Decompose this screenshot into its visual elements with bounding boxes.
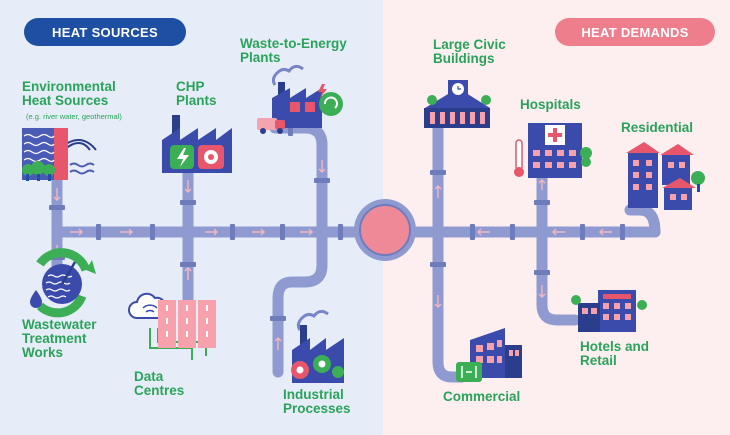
industrial-icon (291, 309, 344, 383)
waste-to-energy-label: Waste-to-Energy Plants (240, 36, 347, 65)
civic-label: Large Civic Buildings (433, 37, 506, 66)
environmental-icon (22, 128, 97, 181)
environmental-label: Environmental Heat Sources (22, 79, 116, 108)
residential-icon (626, 142, 705, 210)
hotels-retail-icon (571, 290, 647, 332)
environmental-note: (e.g. river water, geothermal) (26, 112, 122, 121)
hospitals-label: Hospitals (520, 97, 581, 112)
hotels-retail-label: Hotels and Retail (580, 339, 650, 368)
pipe-flanges (49, 120, 625, 321)
industrial-pipe (272, 226, 328, 378)
industrial-label: Industrial Processes (283, 387, 351, 416)
commercial-pipe (432, 226, 468, 383)
waste-to-energy-icon (257, 64, 343, 134)
heat-demands-header: HEAT DEMANDS (555, 18, 715, 46)
data-centres-icon (128, 292, 216, 360)
civic-building-icon (424, 80, 491, 128)
commercial-icon (456, 328, 522, 382)
central-hub (354, 199, 416, 261)
wastewater-icon (30, 248, 96, 318)
commercial-label: Commercial (443, 389, 521, 404)
residential-label: Residential (621, 120, 694, 135)
chp-label: CHP Plants (176, 79, 217, 108)
hospital-hotel-pipe (536, 170, 581, 326)
wastewater-label: Wastewater Treatment Works (22, 317, 97, 360)
wte-pipe (269, 122, 328, 238)
residential-pipe (624, 204, 661, 238)
chp-plant-icon (162, 115, 232, 173)
data-centres-label: Data Centres (134, 369, 185, 398)
heat-sources-header: HEAT SOURCES (24, 18, 186, 46)
hospital-icon (514, 123, 592, 178)
